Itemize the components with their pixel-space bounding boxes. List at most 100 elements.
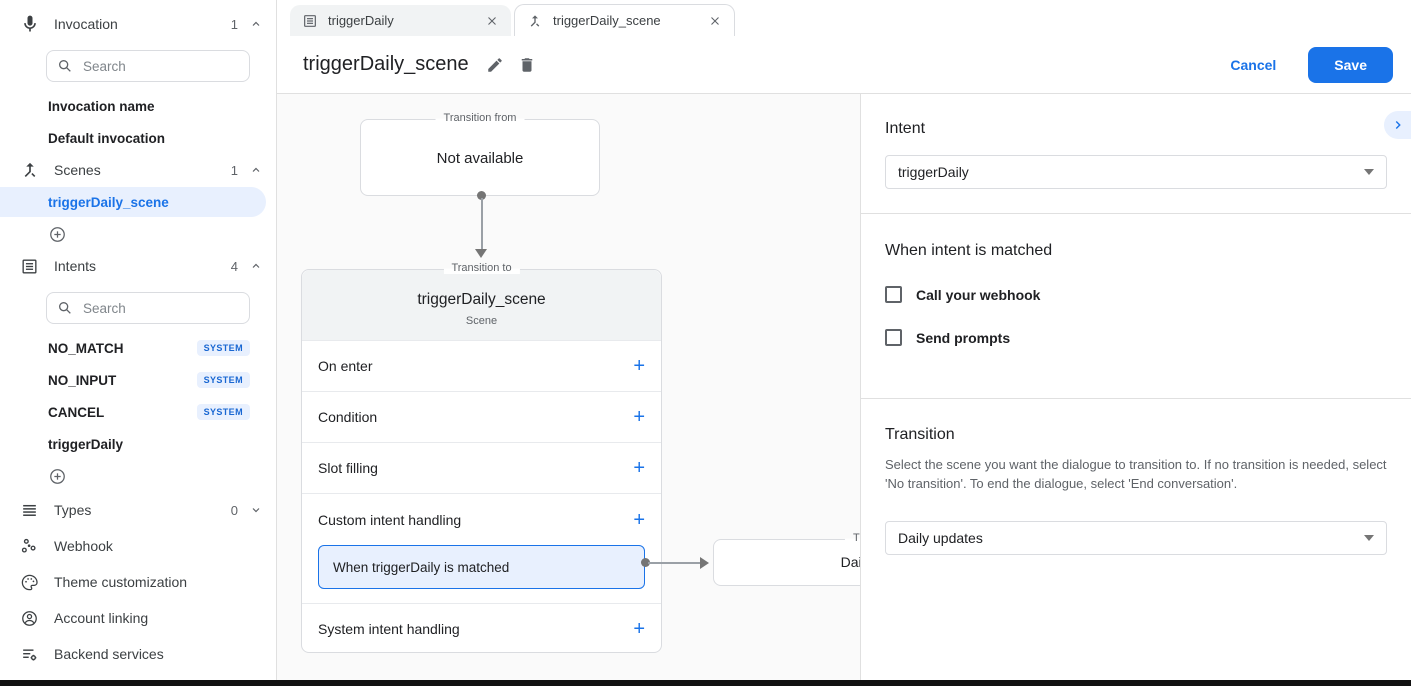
sidebar-item-webhook[interactable]: Webhook xyxy=(0,528,276,564)
transition-from-value: Not available xyxy=(436,150,524,167)
window-bottom-edge xyxy=(0,680,1411,686)
sidebar-item-no-match[interactable]: NO_MATCH SYSTEM xyxy=(0,332,276,364)
sidebar-section-invocation[interactable]: Invocation 1 xyxy=(0,8,276,40)
tab-strip: triggerDaily triggerDaily_scene xyxy=(277,0,1411,36)
item-label: Account linking xyxy=(54,610,149,626)
checkbox-call-your-webhook[interactable]: Call your webhook xyxy=(885,286,1387,303)
scene-row-condition: Condition + xyxy=(302,391,661,442)
checkbox-unchecked-icon[interactable] xyxy=(885,286,902,303)
section-count: 1 xyxy=(230,16,238,32)
intent-list-icon xyxy=(302,13,318,29)
work-area: Transition from Not available Transition… xyxy=(277,94,1411,680)
section-label: Invocation xyxy=(54,16,118,32)
transition-target-value: Daily updates xyxy=(840,554,860,570)
add-system-intent-button[interactable]: + xyxy=(633,618,645,640)
add-intent-button[interactable] xyxy=(0,460,276,492)
scene-subtitle: Scene xyxy=(465,315,498,327)
add-custom-intent-button[interactable]: + xyxy=(633,508,645,531)
sidebar-section-types[interactable]: Types 0 xyxy=(0,492,276,528)
search-icon xyxy=(57,58,73,74)
invocation-search xyxy=(46,50,250,82)
add-condition-button[interactable]: + xyxy=(633,406,645,428)
close-icon[interactable] xyxy=(708,14,722,28)
checkbox-label: Send prompts xyxy=(916,329,1011,346)
dropdown-caret-icon xyxy=(1364,535,1374,541)
transition-heading: Transition xyxy=(885,426,955,443)
item-label: triggerDaily_scene xyxy=(48,194,169,210)
scene-row-on-enter: On enter + xyxy=(302,340,661,391)
checkbox-send-prompts[interactable]: Send prompts xyxy=(885,329,1387,346)
item-label: Default invocation xyxy=(48,130,166,146)
edit-pencil-icon[interactable] xyxy=(479,49,511,81)
search-input[interactable] xyxy=(81,299,239,317)
row-label: Condition xyxy=(318,409,378,425)
chevron-down-icon[interactable] xyxy=(250,504,262,516)
sidebar-item-account-linking[interactable]: Account linking xyxy=(0,600,276,636)
row-label: Custom intent handling xyxy=(318,511,462,528)
connector-line-vertical xyxy=(480,198,483,250)
row-label: Slot filling xyxy=(318,460,378,476)
sidebar-section-scenes[interactable]: Scenes 1 xyxy=(0,154,276,186)
close-icon[interactable] xyxy=(485,14,499,28)
intent-handler-selected[interactable]: When triggerDaily is matched xyxy=(318,545,645,589)
chevron-up-icon[interactable] xyxy=(250,164,262,176)
sidebar: Invocation 1 Invocation name Default inv… xyxy=(0,0,277,680)
tab-label: triggerDaily xyxy=(328,13,394,28)
plus-circle-icon xyxy=(48,225,67,244)
sidebar-item-theme-customization[interactable]: Theme customization xyxy=(0,564,276,600)
palette-icon xyxy=(20,572,40,592)
checkbox-unchecked-icon[interactable] xyxy=(885,329,902,346)
microphone-icon xyxy=(20,14,40,34)
scene-row-slot-filling: Slot filling + xyxy=(302,442,661,493)
item-label: NO_MATCH xyxy=(48,340,124,356)
delete-trash-icon[interactable] xyxy=(511,49,543,81)
add-scene-button[interactable] xyxy=(0,218,276,250)
system-badge: SYSTEM xyxy=(196,372,250,388)
add-slot-filling-button[interactable]: + xyxy=(633,457,645,479)
sidebar-item-no-input[interactable]: NO_INPUT SYSTEM xyxy=(0,364,276,396)
panel-divider xyxy=(861,398,1411,399)
transition-select[interactable]: Daily updates xyxy=(885,521,1387,555)
search-input[interactable] xyxy=(81,57,239,75)
plus-circle-icon xyxy=(48,467,67,486)
panel-divider xyxy=(861,213,1411,214)
chevron-up-icon[interactable] xyxy=(250,260,262,272)
save-button[interactable]: Save xyxy=(1308,46,1393,83)
sidebar-item-backend-services[interactable]: Backend services xyxy=(0,636,276,672)
tab-triggerdaily[interactable]: triggerDaily xyxy=(290,5,511,36)
chevron-right-icon xyxy=(1391,118,1405,132)
transition-select-value: Daily updates xyxy=(898,530,983,546)
chevron-up-icon[interactable] xyxy=(250,18,262,30)
intent-select-value: triggerDaily xyxy=(898,164,969,180)
transition-to-legend: Transition to xyxy=(844,532,860,544)
intent-detail-panel: Intent triggerDaily When intent is match… xyxy=(860,94,1411,680)
collapse-panel-button[interactable] xyxy=(1384,111,1411,139)
transition-to-legend: Transition to xyxy=(443,262,520,274)
item-label: Invocation name xyxy=(48,98,155,114)
transition-target-box[interactable]: Transition to Daily updates xyxy=(713,532,860,586)
search-icon xyxy=(57,300,73,316)
connector-line-horizontal xyxy=(648,561,701,564)
item-label: triggerDaily xyxy=(48,436,124,452)
scene-title: triggerDaily_scene xyxy=(417,291,546,308)
section-count: 1 xyxy=(230,162,238,178)
intent-select[interactable]: triggerDaily xyxy=(885,155,1387,189)
cancel-button[interactable]: Cancel xyxy=(1214,49,1292,81)
transition-description: Select the scene you want the dialogue t… xyxy=(885,457,1387,491)
scene-card: Transition to triggerDaily_scene Scene O… xyxy=(301,262,662,653)
sidebar-item-default-invocation[interactable]: Default invocation xyxy=(0,122,276,154)
tab-triggerdaily-scene[interactable]: triggerDaily_scene xyxy=(514,4,735,36)
scene-graph-canvas[interactable]: Transition from Not available Transition… xyxy=(277,94,860,680)
sidebar-item-triggerdaily[interactable]: triggerDaily xyxy=(0,428,276,460)
scene-row-custom-intent-handling: Custom intent handling + When triggerDai… xyxy=(302,493,661,603)
backend-services-icon xyxy=(20,644,40,664)
add-on-enter-button[interactable]: + xyxy=(633,355,645,377)
sidebar-item-cancel[interactable]: CANCEL SYSTEM xyxy=(0,396,276,428)
sidebar-section-intents[interactable]: Intents 4 xyxy=(0,250,276,282)
row-label: System intent handling xyxy=(318,621,460,637)
sidebar-item-invocation-name[interactable]: Invocation name xyxy=(0,90,276,122)
sidebar-item-triggerdaily-scene[interactable]: triggerDaily_scene xyxy=(0,187,266,217)
section-label: Types xyxy=(54,502,92,518)
tab-label: triggerDaily_scene xyxy=(553,13,661,28)
